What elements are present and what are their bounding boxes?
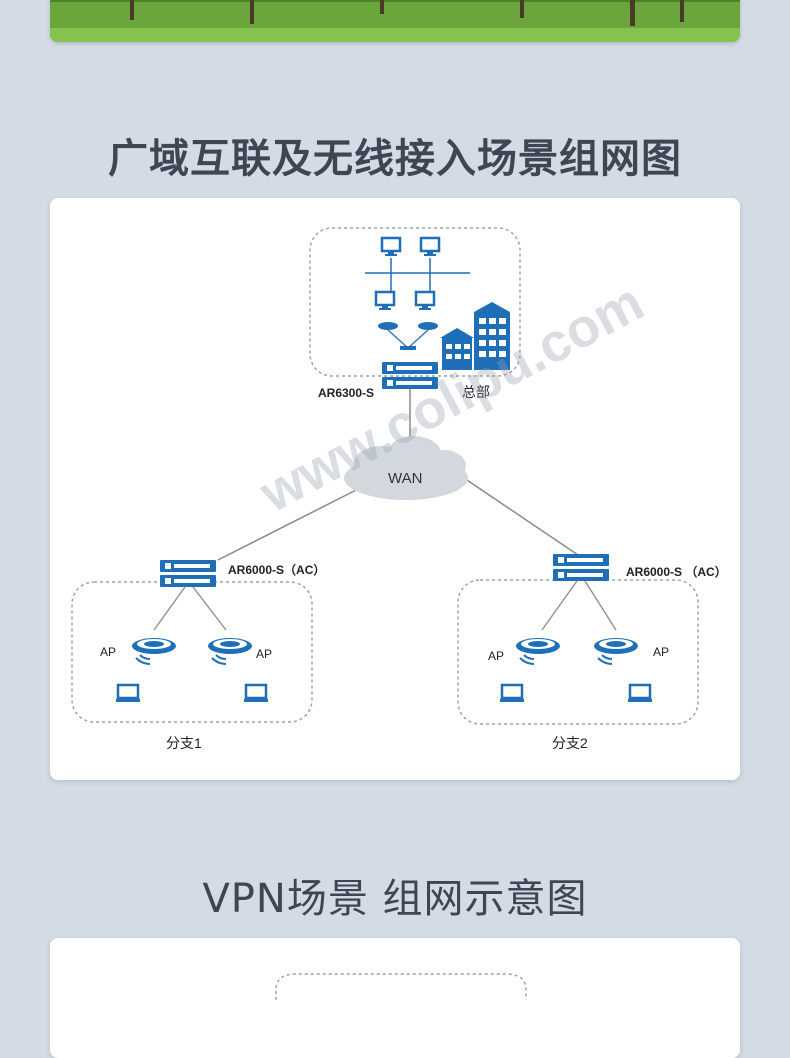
ap-label: AP [488,649,504,663]
branch2-label: 分支2 [552,735,588,751]
hq-pc-icon [380,236,402,258]
network-topology-diagram: AR6300-S 总部 WAN AR6000-S（AC） AP AP 分支1 A… [71,227,727,751]
network-diagram-card: AR6300-S 总部 WAN AR6000-S（AC） AP AP 分支1 A… [50,198,740,780]
wan-branch1-link [217,483,369,561]
hq-label: 总部 [462,384,490,400]
hq-pc-icon [414,290,436,312]
header-photo [50,0,740,42]
branch1-router-label: AR6000-S（AC） [228,562,325,577]
section-title-vpn: VPN场景 组网示意图 [202,876,588,922]
hq-switch-icon [418,322,438,330]
branch1-laptop-icon [242,683,270,704]
branch2-laptop-icon [498,683,526,704]
ap-label: AP [100,645,116,659]
hq-region [309,227,521,377]
branch1-ap-icon [131,637,177,665]
branch2-ap-icon [593,637,639,665]
hq-pc-icon [374,290,396,312]
hq-pc-icon [419,236,441,258]
vpn-diagram-partial [275,973,527,1000]
branch2-router-label: AR6000-S （AC） [626,564,727,579]
branch2-laptop-icon [626,683,654,704]
ap-label: AP [653,645,669,659]
branch1-label: 分支1 [166,735,202,751]
ap-label: AP [256,647,272,661]
branch1-router-icon [160,560,216,587]
wan-cloud-icon [344,436,468,500]
building-icon [440,328,474,370]
vpn-diagram-card [50,938,740,1058]
branch2-router-icon [553,554,609,581]
wan-label: WAN [388,470,422,487]
hq-switch-icon [378,322,398,330]
wan-branch2-link [457,473,579,556]
branch2-ap-icon [515,637,561,665]
park-scene-image [50,0,740,42]
hq-router-label: AR6300-S [318,386,374,400]
tower-building-icon [474,302,510,370]
section-title-wan-wireless: 广域互联及无线接入场景组网图 [108,136,682,182]
branch1-ap-icon [207,637,253,665]
branch1-laptop-icon [114,683,142,704]
